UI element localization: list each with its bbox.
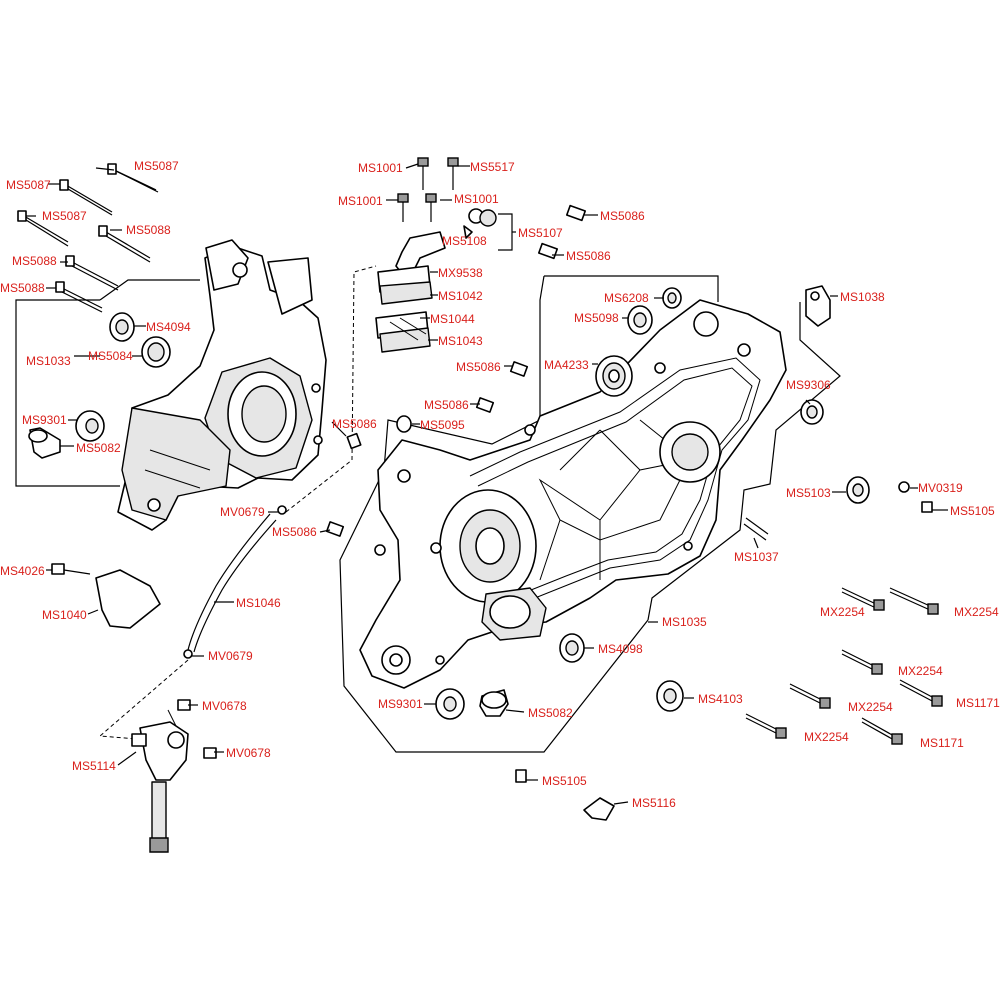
case-bolt-set [745,587,943,745]
label-ms5105-a[interactable]: MS5105 [950,504,995,518]
label-ms1044[interactable]: MS1044 [430,312,475,326]
label-ms5105-b[interactable]: MS5105 [542,774,587,788]
oil-pump-assembly [51,505,287,853]
label-ms5082-a[interactable]: MS5082 [76,441,121,455]
label-ms5103[interactable]: MS5103 [786,486,831,500]
label-ms5086-c[interactable]: MS5086 [456,360,501,374]
label-ms1040[interactable]: MS1040 [42,608,87,622]
clip-part [515,769,615,821]
label-ms1046[interactable]: MS1046 [236,596,281,610]
label-ms5086-d[interactable]: MS5086 [424,398,469,412]
label-ms5116[interactable]: MS5116 [632,796,676,810]
reed-bolt-set [397,157,459,222]
label-ms1033[interactable]: MS1033 [26,354,71,368]
label-ms1037[interactable]: MS1037 [734,550,779,564]
label-ms1171-b[interactable]: MS1171 [920,736,964,750]
left-crankcase-part [15,239,327,531]
label-ms1042[interactable]: MS1042 [438,289,483,303]
label-ms4098[interactable]: MS4098 [598,642,643,656]
label-ms5517[interactable]: MS5517 [470,160,515,174]
label-ms5086-b[interactable]: MS5086 [566,249,611,263]
label-ms5088-b[interactable]: MS5088 [12,254,57,268]
label-mx2254-e[interactable]: MX2254 [804,730,849,744]
label-ms1001-c[interactable]: MS1001 [454,192,499,206]
label-ms1001-a[interactable]: MS1001 [358,161,403,175]
label-ms4094[interactable]: MS4094 [146,320,191,334]
label-ms4026[interactable]: MS4026 [0,564,45,578]
label-ma4233[interactable]: MA4233 [544,358,589,372]
part-labels: MS5087 MS5087 MS5087 MS5088 MS5088 MS508… [0,159,1000,810]
label-ms5086-e[interactable]: MS5086 [332,417,377,431]
label-ms5086-a[interactable]: MS5086 [600,209,645,223]
label-ms5087-a[interactable]: MS5087 [134,159,179,173]
label-ms5114[interactable]: MS5114 [72,759,116,773]
label-mv0679-b[interactable]: MV0679 [208,649,253,663]
label-ms9301-b[interactable]: MS9301 [378,697,423,711]
label-ms5108[interactable]: MS5108 [442,234,487,248]
reed-valve-assembly [285,208,497,513]
label-ms5107[interactable]: MS5107 [518,226,563,240]
label-ms5087-c[interactable]: MS5087 [42,209,87,223]
label-ms1001-b[interactable]: MS1001 [338,194,383,208]
label-mv0678-a[interactable]: MV0678 [202,699,247,713]
label-mv0679-a[interactable]: MV0679 [220,505,265,519]
label-ms5084[interactable]: MS5084 [88,349,133,363]
label-mx2254-b[interactable]: MX2254 [954,605,999,619]
label-ms9301-a[interactable]: MS9301 [22,413,67,427]
label-ms1043[interactable]: MS1043 [438,334,483,348]
label-ms6208[interactable]: MS6208 [604,291,649,305]
label-ms5088-a[interactable]: MS5088 [126,223,171,237]
label-ms5086-f[interactable]: MS5086 [272,525,317,539]
label-ms5088-c[interactable]: MS5088 [0,281,45,295]
label-ms5095[interactable]: MS5095 [420,418,465,432]
leader-lines [26,163,948,805]
label-mx2254-c[interactable]: MX2254 [898,664,943,678]
label-mx2254-a[interactable]: MX2254 [820,605,865,619]
label-mv0678-b[interactable]: MV0678 [226,746,271,760]
label-ms1038[interactable]: MS1038 [840,290,885,304]
left-bearing-set [28,312,171,459]
label-ms5082-b[interactable]: MS5082 [528,706,573,720]
label-mx2254-d[interactable]: MX2254 [848,700,893,714]
label-ms4103[interactable]: MS4103 [698,692,743,706]
label-ms9306[interactable]: MS9306 [786,378,831,392]
label-ms1035[interactable]: MS1035 [662,615,707,629]
label-ms5087-b[interactable]: MS5087 [6,178,51,192]
right-crankcase-part [339,275,841,753]
label-mx9538[interactable]: MX9538 [438,266,483,280]
label-mv0319[interactable]: MV0319 [918,481,963,495]
label-ms1171-a[interactable]: MS1171 [956,696,1000,710]
label-ms5098[interactable]: MS5098 [574,311,619,325]
